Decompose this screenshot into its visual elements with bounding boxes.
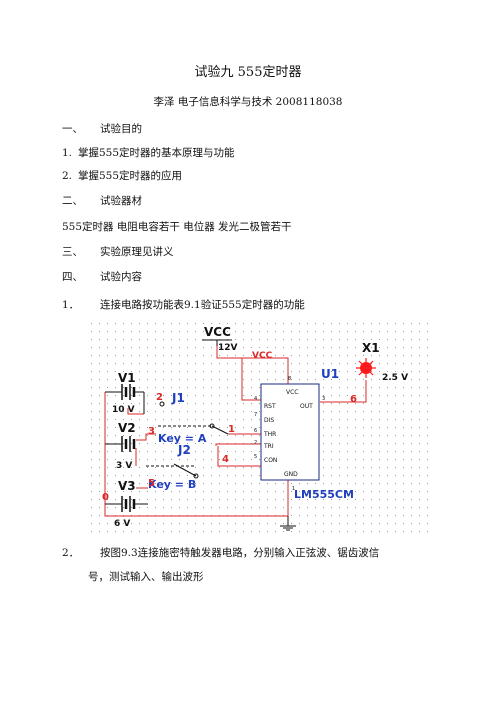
section-title: 试验目的 [100, 123, 142, 135]
section-number: 四、 [62, 271, 83, 283]
pin-label-dis: DIS [264, 417, 274, 424]
pin-label-tri: TRI [263, 443, 274, 450]
vcc-label: VCC [204, 325, 231, 339]
supply-voltage-label: 12V [218, 343, 238, 353]
led-bulb [360, 362, 372, 374]
wire-ground-bus [104, 392, 289, 517]
wire-vcc-pin4 [241, 358, 261, 401]
pin-label-rst: RST [264, 403, 276, 410]
section-number: 二、 [62, 195, 83, 207]
section-heading-2: 二、 试验器材 [62, 194, 142, 208]
item-number: 2． [62, 547, 80, 559]
battery-v2: V2 3 V [105, 421, 136, 471]
key-a-label: Key = A [158, 432, 207, 445]
net-number-2: 2 [156, 392, 163, 403]
switch-j1: 2 J1 [143, 391, 185, 414]
v1-label: V1 [118, 371, 136, 385]
led-x1: X1 2.5 V [356, 341, 408, 383]
list-item: 2. 掌握555定时器的应用 [62, 169, 182, 183]
item-number: 2. [62, 170, 73, 182]
section-title: 试验器材 [100, 195, 142, 207]
pin-label-con: CON [264, 457, 277, 464]
page-title: 试验九 555定时器 [194, 65, 302, 80]
list-item: 1. 掌握555定时器的基本原理与功能 [62, 146, 235, 160]
item-text: 按图9.3连接施密特触发器电路，分别输入正弦波、锯齿波信 [100, 547, 380, 559]
item-text: 连接电路按功能表9.1验证555定时器的功能 [100, 299, 305, 311]
vcc-net-label: VCC [252, 351, 273, 361]
x1-label: X1 [362, 341, 380, 355]
pin-number: 6 [254, 428, 257, 434]
ground-symbol [280, 516, 296, 531]
net-number-6: 6 [350, 394, 357, 405]
v3-value: 6 V [114, 519, 130, 529]
net-number-4: 4 [222, 454, 229, 465]
switch-j2: 3 Key = A J2 Key = B [146, 423, 229, 491]
v2-label: V2 [118, 421, 136, 435]
pin-label-vcc: VCC [286, 389, 298, 396]
v2-value: 3 V [116, 461, 132, 471]
grid-background [88, 320, 428, 532]
ic-555-chip: U1 8 VCC RST OUT DIS THR TRI CON GND 4 3… [254, 367, 354, 501]
u1-label: U1 [321, 367, 339, 381]
item-number: 1． [62, 299, 80, 311]
key-b-label: Key = B [148, 478, 196, 491]
pin-number: 8 [288, 376, 291, 382]
wires [104, 346, 367, 517]
author-line: 李泽 电子信息科学与技术 2008118038 [153, 96, 343, 108]
pin-label-gnd: GND [284, 471, 298, 478]
pin-number: 2 [254, 440, 257, 446]
section-number: 三、 [62, 246, 83, 258]
wire-out-led [320, 380, 367, 403]
pin-label-thr: THR [263, 431, 276, 438]
section-heading-3: 三、 实验原理见讲义 [62, 245, 174, 259]
wire-pin2b [215, 443, 261, 446]
pin-number: 5 [254, 454, 257, 460]
net-number-3: 3 [148, 426, 155, 437]
wire-v2-j2a [136, 433, 156, 441]
pin-number: 4 [254, 396, 257, 402]
wire-v1-j1 [127, 408, 144, 415]
pin-number: 1 [292, 486, 295, 492]
content-item-2-continuation: 号，测试输入、输出波形 [88, 571, 204, 583]
content-item-1: 1． 连接电路按功能表9.1验证555定时器的功能 [62, 298, 305, 312]
j2-label: J2 [177, 443, 191, 457]
v1-value: 10 V [112, 405, 135, 415]
equipment-text: 555定时器 电阻电容若干 电位器 发光二极管若干 [62, 221, 292, 233]
j1-label: J1 [171, 391, 185, 405]
x1-voltage: 2.5 V [382, 373, 408, 383]
v3-label: V3 [118, 479, 136, 493]
section-heading-4: 四、 试验内容 [62, 270, 142, 284]
wire-vcc-pin8 [216, 346, 289, 384]
section-heading-1: 一、 试验目的 [62, 122, 142, 136]
net-number-5: 5 [148, 478, 155, 489]
pin-number: 3 [322, 396, 325, 402]
item-text: 掌握555定时器的应用 [78, 170, 183, 182]
net-number-1: 1 [228, 424, 235, 435]
pin-number: 7 [254, 412, 257, 418]
section-title: 试验内容 [100, 271, 142, 283]
wire-pin2 [217, 446, 261, 467]
chip-part-label: LM555CM [294, 488, 354, 501]
battery-v1: V1 10 V [105, 371, 144, 415]
pin-label-out: OUT [300, 403, 313, 410]
item-text: 掌握555定时器的基本原理与功能 [78, 147, 235, 159]
net-number-0: 0 [102, 492, 109, 503]
content-item-2: 2． 按图9.3连接施密特触发器电路，分别输入正弦波、锯齿波信 [62, 546, 379, 560]
section-title: 实验原理见讲义 [100, 246, 174, 258]
battery-v3: V3 6 V [105, 479, 148, 529]
circuit-schematic: VCC 12V VCC V1 10 V 2 J1 V2 [88, 320, 428, 532]
item-number: 1. [62, 147, 73, 159]
section-number: 一、 [62, 123, 83, 135]
vcc-symbol: VCC [202, 325, 232, 346]
